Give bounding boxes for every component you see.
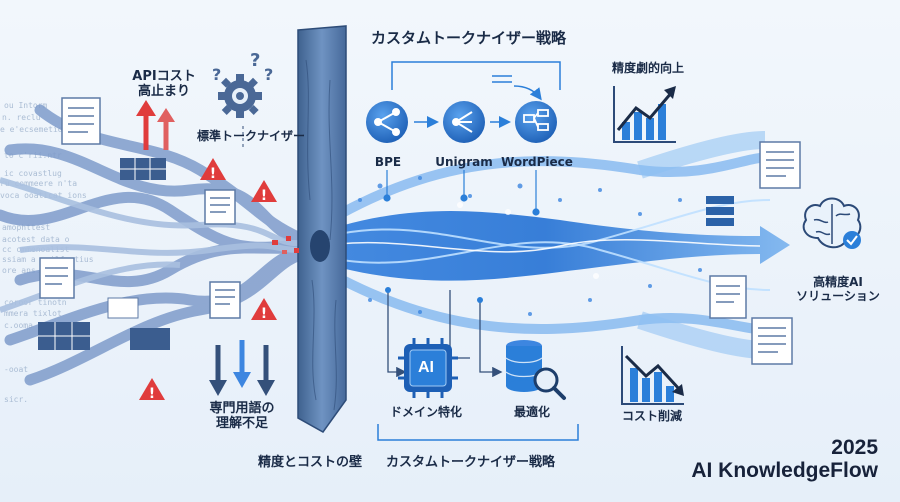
- standard-tokenizer-label: 標準トークナイザー: [197, 129, 306, 143]
- accuracy-improve-label: 精度劇的向上: [612, 61, 685, 75]
- custom-strategy-bottom-label: カスタムトークナイザー戦略: [386, 455, 556, 470]
- svg-text:!: !: [261, 306, 267, 322]
- svg-text:sicr.: sicr.: [4, 395, 28, 404]
- document-icon: [209, 281, 241, 319]
- down-arrows: [209, 340, 275, 396]
- list-stack-icon: [706, 196, 734, 226]
- terminology-text: 専門用語の 理解不足: [209, 401, 275, 431]
- cost-up-arrows: [136, 100, 175, 150]
- api-cost-label: APIコスト 高止まり: [132, 69, 196, 100]
- svg-text:-ooat: -ooat: [4, 365, 28, 374]
- api-cost-text: APIコスト 高止まり: [132, 69, 196, 99]
- svg-text:n. reclu: n. reclu: [2, 113, 41, 122]
- gear-icon: [218, 74, 262, 118]
- top-bracket: [391, 61, 561, 90]
- svg-text:amophttest: amophttest: [2, 223, 50, 232]
- brand-name: AI KnowledgeFlow: [691, 459, 878, 483]
- warning-icon: !: [251, 298, 277, 322]
- drop-lines: [383, 170, 540, 216]
- domain-specialization-label: ドメイン特化: [390, 405, 463, 419]
- svg-text:c.ooma ic: c.ooma ic: [4, 321, 48, 330]
- ai-chip-text: AI: [418, 359, 434, 376]
- high-accuracy-ai-label: 高精度AI ソリューション: [796, 275, 880, 304]
- warning-icon: !: [251, 180, 277, 204]
- flow-particles: [358, 176, 722, 316]
- custom-strategy-title: カスタムトークナイザー戦略: [371, 29, 567, 47]
- ai-chip-icon: [398, 338, 458, 398]
- table-block-icon: [38, 158, 170, 350]
- warning-icon: !: [139, 378, 165, 402]
- document-icon: [751, 317, 793, 365]
- bpe-circle: [366, 101, 408, 143]
- svg-text:ic covastlug: ic covastlug: [4, 169, 62, 178]
- document-icon: [39, 257, 75, 299]
- svg-text:ru commeere n'ta: ru commeere n'ta: [0, 179, 77, 188]
- question-mark-icon: ? ? ?: [212, 50, 273, 84]
- document-icon: [204, 189, 236, 225]
- cost-reduction-label: コスト削減: [622, 409, 683, 423]
- svg-text:ore ans.: ore ans.: [2, 266, 41, 275]
- svg-text:coroor tinotn: coroor tinotn: [4, 298, 67, 307]
- svg-text:?: ?: [250, 50, 260, 71]
- chart-down-icon: [621, 346, 684, 405]
- wordpiece-label: WordPiece: [501, 155, 573, 169]
- brand-block: 2025 AI KnowledgeFlow: [691, 436, 878, 482]
- particles-red: [272, 236, 299, 254]
- document-icon: [759, 141, 801, 189]
- document-icon: [61, 97, 101, 145]
- high-accuracy-ai-text: 高精度AI ソリューション: [796, 275, 880, 303]
- bottom-nodes: [385, 287, 483, 303]
- svg-text:to c'rii.ntr: to c'rii.ntr: [4, 151, 62, 160]
- switch-icon: [492, 75, 542, 101]
- unigram-circle: [443, 101, 485, 143]
- svg-text:?: ?: [264, 65, 273, 84]
- wordpiece-circle: [515, 101, 557, 143]
- svg-text:!: !: [149, 386, 155, 402]
- svg-text:!: !: [261, 188, 267, 204]
- wall: [297, 25, 347, 433]
- document-icon: [709, 275, 747, 319]
- bpe-label: BPE: [374, 155, 402, 169]
- optimization-label: 最適化: [514, 405, 551, 419]
- terminology-label: 専門用語の 理解不足: [209, 401, 275, 432]
- wall-label: 精度とコストの壁: [258, 455, 363, 470]
- warning-icon: !: [200, 158, 226, 182]
- magnifier-icon: [533, 367, 566, 400]
- brain-icon: [802, 197, 862, 249]
- unigram-label: Unigram: [435, 155, 493, 169]
- chart-up-icon: [613, 86, 676, 143]
- year-label: 2025: [831, 436, 878, 459]
- svg-text:!: !: [210, 166, 216, 182]
- chaotic-ribbons-light: [0, 177, 301, 313]
- bottom-bracket: [377, 424, 579, 441]
- svg-text:?: ?: [212, 65, 221, 84]
- svg-text:acotest data o: acotest data o: [2, 235, 70, 244]
- svg-text:e e'ecsemetiomet: e e'ecsemetiomet: [0, 125, 77, 134]
- svg-text:ou Intorm: ou Intorm: [4, 101, 48, 110]
- svg-text:mmera tixlot: mmera tixlot: [4, 309, 62, 318]
